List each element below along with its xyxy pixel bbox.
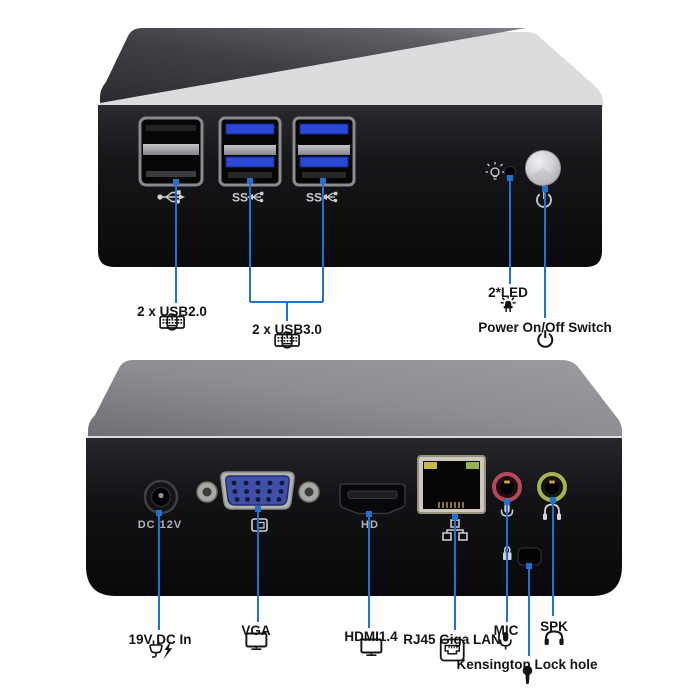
callout-spk-label: SPK — [540, 619, 568, 634]
dc-jack — [143, 479, 179, 515]
rear-top-surface — [88, 360, 622, 436]
mic-jack — [492, 472, 522, 502]
callout-led-label: 2*LED — [488, 285, 528, 300]
callout-line-dots — [156, 175, 556, 569]
callout-usb2: 2 x USB2.0 — [137, 304, 207, 331]
usb3-callout-bracket — [249, 181, 324, 321]
callout-power: Power On/Off Switch — [478, 320, 612, 348]
callout-dc-label: 19V DC In — [128, 632, 192, 647]
rear-face — [86, 438, 622, 596]
front-top-surface — [100, 28, 526, 103]
callout-usb2-label: 2 x USB2.0 — [137, 304, 207, 319]
callout-led: 2*LED — [488, 285, 528, 312]
spk-jack — [537, 472, 567, 502]
callout-usb3: 2 x USB3.0 — [252, 322, 322, 349]
usb-trident-icon — [157, 190, 185, 204]
keyboard-icon — [274, 333, 300, 347]
power-plug-icon — [148, 640, 172, 660]
ethernet-port-icon — [439, 638, 465, 662]
callout-hdmi: HDMI1.4 — [344, 629, 398, 656]
callout-mic: MIC — [493, 623, 519, 649]
callout-spk: SPK — [540, 619, 568, 645]
callout-lan: RJ45 Giga LAN — [403, 633, 501, 662]
callout-hdmi-label: HDMI1.4 — [344, 629, 398, 644]
power-button-shade — [528, 168, 556, 185]
monitor-icon — [360, 638, 382, 656]
rj45-contacts — [438, 502, 464, 508]
rj45-port — [417, 455, 486, 514]
headphones-icon — [544, 629, 564, 645]
callout-power-label: Power On/Off Switch — [478, 320, 612, 335]
vga-pins — [231, 480, 285, 502]
led-icon — [500, 295, 516, 312]
front-device: SS SS — [98, 28, 603, 267]
callout-vga: VGA — [241, 624, 271, 650]
monitor-icon — [245, 632, 267, 650]
key-icon — [522, 665, 532, 684]
usb3-port-a — [218, 116, 282, 187]
ss-mark-a: SS — [232, 191, 248, 205]
usb3-port-b — [292, 116, 356, 187]
keyboard-icon — [159, 315, 185, 329]
power-icon — [537, 330, 553, 348]
callout-usb3-label: 2 x USB3.0 — [252, 322, 322, 337]
bulb-icon — [485, 162, 505, 180]
callout-kensington: Kensington Lock hole — [456, 657, 598, 684]
ss-mark-b: SS — [306, 191, 322, 205]
callout-kensington-label: Kensington Lock hole — [456, 657, 598, 672]
usb2-port — [138, 116, 204, 187]
hdmi-port — [339, 483, 406, 515]
microphone-icon — [499, 631, 513, 649]
callout-mic-label: MIC — [493, 623, 519, 638]
vga-port — [196, 471, 320, 510]
rear-device — [86, 360, 622, 596]
callout-dc: 19V DC In — [128, 632, 192, 660]
